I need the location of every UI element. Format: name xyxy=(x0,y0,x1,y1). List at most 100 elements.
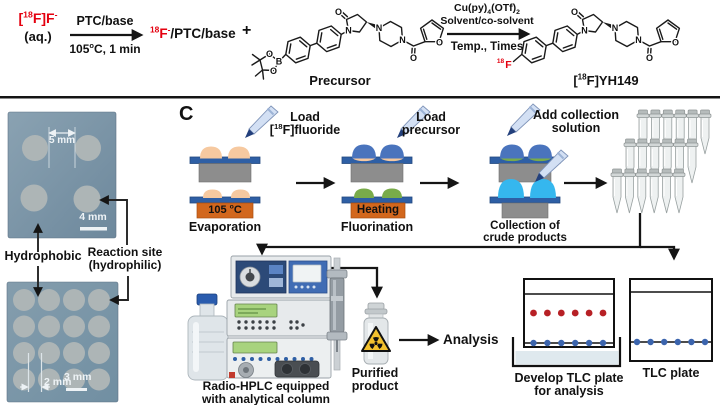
atom-O: O xyxy=(270,66,277,76)
heater-temp-label: 105 oC xyxy=(208,203,242,216)
atom-B: B xyxy=(276,57,283,67)
f18-superscript: 18 xyxy=(497,58,505,65)
chip-holder xyxy=(501,202,549,219)
atom-O: O xyxy=(436,38,443,48)
reaction-site-circle xyxy=(75,135,101,161)
tlc-product-spots xyxy=(530,309,607,317)
lcd-display xyxy=(234,303,278,318)
step2-caption: Fluorination xyxy=(340,220,414,234)
tlc-origin-spots xyxy=(633,338,709,346)
atom-O: O xyxy=(410,53,417,63)
station-evaporation xyxy=(189,146,261,219)
solvent-bottle xyxy=(187,293,229,381)
hplc-instrument xyxy=(187,255,348,381)
scale-bar-4mm xyxy=(80,227,107,231)
workflow-arrows xyxy=(256,177,680,346)
droplet xyxy=(382,188,402,198)
purified-caption-2: product xyxy=(351,379,399,393)
hplc-detector-module xyxy=(226,337,332,379)
droplet xyxy=(231,189,250,198)
tlc-develop-caption-1: Develop TLC plate xyxy=(514,371,624,385)
atom-N: N xyxy=(376,23,383,33)
step3-caption-2: crude products xyxy=(483,232,567,244)
heater-heating-label: Heating xyxy=(356,204,400,216)
reaction-site-grid xyxy=(13,289,110,391)
atom-O: O xyxy=(571,7,578,17)
analytical-column xyxy=(326,257,348,371)
flow-to-hplc xyxy=(256,213,642,256)
droplet xyxy=(200,146,222,159)
chip-holder xyxy=(350,163,404,183)
step1-label-1: Load xyxy=(290,110,320,124)
photo-annotation-arrows xyxy=(33,195,129,305)
panel-label: C xyxy=(179,103,194,125)
atom-N: N xyxy=(399,35,406,45)
step3-label-1: Add collection xyxy=(532,108,620,122)
hplc-pump-module xyxy=(230,255,332,299)
reaction-site-circle xyxy=(73,185,101,213)
tlc-plate-spotted xyxy=(629,278,713,362)
droplet xyxy=(380,144,404,159)
reactant-phase: (aq.) xyxy=(24,29,52,44)
step2-label-1: Load xyxy=(416,110,446,124)
hydrophobic-label: Hydrophobic xyxy=(4,249,82,263)
arrow2-solvent: Solvent/co-solvent xyxy=(440,15,534,27)
analysis-label: Analysis xyxy=(443,332,499,347)
arrow2-catalyst: Cu(py)4(OTf)2 xyxy=(454,2,520,17)
arrow1-conditions-bottom: 105oC, 1 min xyxy=(69,41,141,56)
station-fluorination xyxy=(341,144,413,219)
station-collection xyxy=(489,144,561,219)
droplet xyxy=(498,179,524,198)
atom-N: N xyxy=(635,35,642,45)
reaction-site-circle xyxy=(22,135,48,161)
microtube-rack xyxy=(610,109,712,214)
atom-O: O xyxy=(646,53,653,63)
heater-block xyxy=(196,202,254,219)
lcd-display xyxy=(232,341,278,354)
step3-caption-1: Collection of xyxy=(490,220,560,232)
hplc-controller-module xyxy=(226,299,332,337)
droplet xyxy=(354,188,374,198)
radiation-icon xyxy=(361,326,391,352)
hplc-caption-1: Radio-HPLC equipped xyxy=(202,379,330,393)
atom-O: O xyxy=(335,7,342,17)
scale-label-3mm: 3 mm xyxy=(64,371,92,383)
product-structure: O N N N O O 18 F xyxy=(497,6,680,71)
precursor-label: Precursor xyxy=(309,73,371,88)
step3-label-2: solution xyxy=(551,121,601,135)
reaction-site-circle xyxy=(20,184,48,212)
scale-bar-3mm xyxy=(66,388,87,391)
atom-O: O xyxy=(672,38,679,48)
droplet xyxy=(500,144,524,159)
intermediate-label: 18F-/PTC/base xyxy=(150,24,236,41)
tlc-origin-spots xyxy=(530,339,607,347)
atom-N: N xyxy=(581,26,588,36)
radioactive-vial xyxy=(361,302,391,365)
droplet xyxy=(530,179,556,198)
chip-photo-bottom xyxy=(6,281,119,403)
tlc-plate-caption: TLC plate xyxy=(642,366,700,380)
f18-atom: F xyxy=(505,59,512,71)
chip-photo-top xyxy=(7,111,117,239)
hplc-caption-2: with analytical column xyxy=(201,391,331,405)
arrow2-conditions: Temp., Times xyxy=(450,41,524,53)
product-label: [18F]YH149 xyxy=(573,72,639,88)
tlc-develop-chamber xyxy=(511,278,622,368)
scale-label-4mm: 4 mm xyxy=(79,211,107,223)
dimension-label-5mm: 5 mm xyxy=(48,135,76,146)
section-divider xyxy=(0,96,720,99)
atom-O: O xyxy=(266,49,273,59)
reaction-site-arrow-bottom xyxy=(109,276,129,305)
reaction-site-label-2: (hydrophilic) xyxy=(88,257,162,272)
reaction-site-arrow-top xyxy=(99,195,128,245)
arrow1-conditions-top: PTC/base xyxy=(76,14,134,28)
precursor-structure: O N N N O O B O O xyxy=(251,6,444,80)
step1-caption: Evaporation xyxy=(188,220,262,234)
flow-to-tlc xyxy=(640,245,680,261)
tlc-plate-developed xyxy=(523,278,615,348)
step1-label-2: [18F]fluoride xyxy=(269,121,341,137)
droplet xyxy=(228,146,250,159)
developing-tank xyxy=(511,337,622,368)
